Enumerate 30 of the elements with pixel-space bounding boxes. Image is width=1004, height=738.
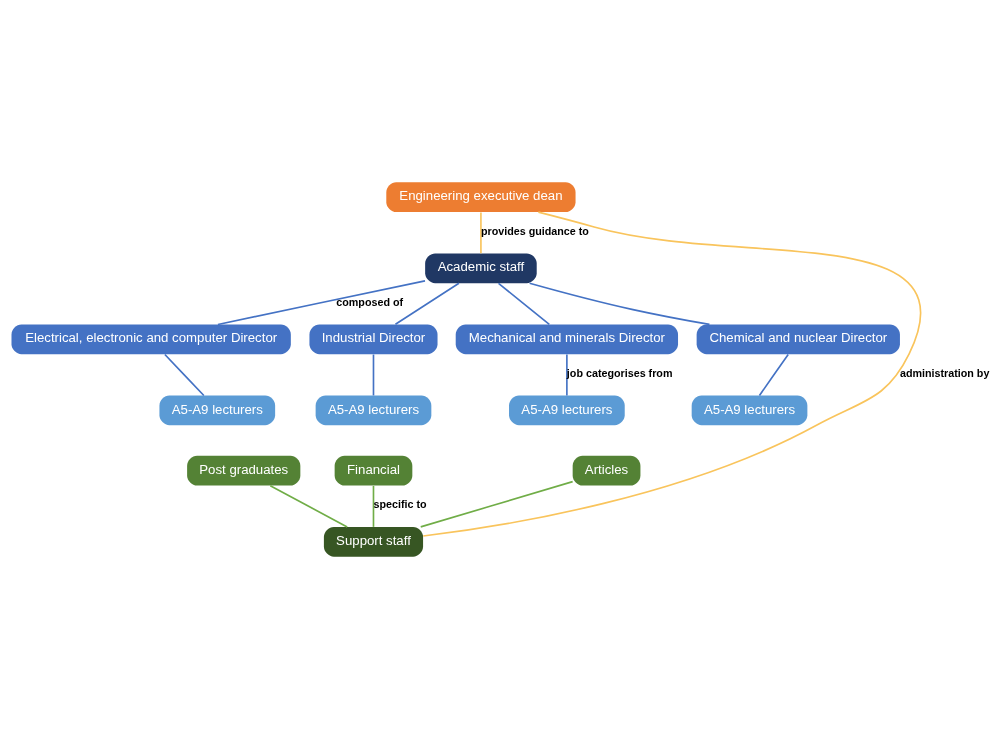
connector bbox=[497, 281, 551, 325]
edge-label: specific to bbox=[373, 497, 427, 510]
node-box: Support staff bbox=[323, 526, 424, 557]
connector bbox=[566, 353, 568, 396]
node-box: A5-A9 lecturers bbox=[315, 395, 432, 425]
node-box: Mechanical and minerals Director bbox=[455, 323, 679, 354]
node-box: A5-A9 lecturers bbox=[159, 395, 276, 425]
connector bbox=[419, 480, 574, 528]
connector bbox=[372, 484, 375, 528]
connector bbox=[480, 211, 482, 254]
node-box: Electrical, electronic and computer Director bbox=[11, 323, 291, 354]
edge-label: composed of bbox=[336, 295, 404, 308]
connector bbox=[217, 279, 426, 325]
node-box: Academic staff bbox=[425, 252, 537, 283]
node-box: A5-A9 lecturers bbox=[691, 395, 808, 425]
node-box: Financial bbox=[334, 455, 413, 486]
node-box: Post graduates bbox=[187, 455, 301, 486]
node-box: A5-A9 lecturers bbox=[509, 395, 625, 425]
edge-label: administration by bbox=[899, 366, 990, 379]
edge-label: provides guidance to bbox=[480, 224, 589, 237]
connector bbox=[528, 281, 711, 325]
connector bbox=[372, 353, 375, 396]
connector bbox=[164, 353, 205, 396]
connector bbox=[269, 484, 348, 528]
node-box: Articles bbox=[572, 455, 641, 486]
node-box: Engineering executive dean bbox=[386, 181, 576, 212]
connector bbox=[394, 281, 460, 325]
connector bbox=[758, 353, 789, 396]
node-box: Industrial Director bbox=[309, 323, 438, 354]
node-box: Chemical and nuclear Director bbox=[696, 323, 900, 354]
